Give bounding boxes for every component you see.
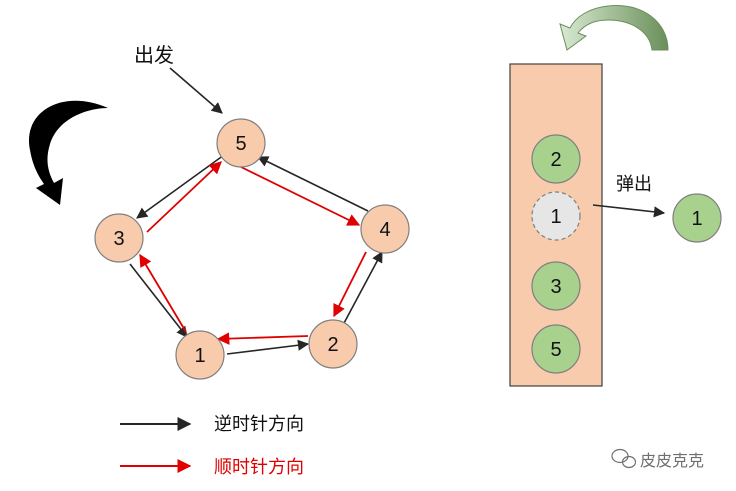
- graph-node-1: 1: [175, 330, 225, 380]
- node-label-1: 1: [194, 345, 205, 367]
- stack-item-label: 2: [550, 149, 561, 171]
- legend: 逆时针方向 顺时针方向: [120, 414, 304, 478]
- edge-cw-3-5: [146, 161, 222, 233]
- edge-ccw-4-5: [256, 156, 369, 212]
- push-curve-arrow-icon: [559, 5, 669, 51]
- edge-cw-4-2: [333, 251, 367, 318]
- legend-ccw-label: 逆时针方向: [214, 414, 304, 435]
- edge-ccw-1-2: [226, 339, 310, 355]
- edge-ccw-5-3: [136, 154, 225, 219]
- graph-node-2: 2: [308, 319, 358, 369]
- graph-node-4: 4: [360, 204, 410, 254]
- node-label-4: 4: [379, 219, 390, 241]
- start-arrow: [169, 67, 223, 114]
- edge-cw-2-1: [216, 332, 309, 345]
- stack-item-popped: 1: [531, 191, 581, 241]
- edge-ccw-2-4: [342, 251, 383, 326]
- wechat-icon: [611, 448, 637, 469]
- start-label: 出发: [134, 43, 174, 67]
- node-label-3: 3: [113, 228, 124, 250]
- node-label-2: 2: [327, 334, 338, 356]
- graph-node-3: 3: [94, 213, 144, 263]
- legend-cw-label: 顺时针方向: [214, 457, 304, 478]
- edge-cw-1-3: [139, 253, 187, 333]
- counterclockwise-curve-arrow-icon: [28, 100, 108, 205]
- graph-node-5: 5: [216, 118, 266, 168]
- watermark: 皮皮克克: [611, 448, 704, 470]
- stack-item-label: 1: [550, 206, 561, 228]
- stack-item: 3: [531, 261, 581, 311]
- node-label-5: 5: [235, 133, 246, 155]
- stack-item-label: 3: [550, 276, 561, 298]
- watermark-text: 皮皮克克: [640, 451, 704, 470]
- popped-element: 1: [672, 193, 722, 243]
- pop-arrow: [592, 204, 666, 218]
- edge-cw-5-4: [240, 166, 361, 226]
- clockwise-edges: [139, 161, 367, 345]
- pop-label: 弹出: [616, 174, 652, 195]
- stack-item: 2: [531, 134, 581, 184]
- popped-element-label: 1: [691, 208, 702, 230]
- stack-item: 5: [531, 324, 581, 374]
- stack-item-label: 5: [550, 339, 561, 361]
- edge-ccw-3-1: [129, 263, 188, 338]
